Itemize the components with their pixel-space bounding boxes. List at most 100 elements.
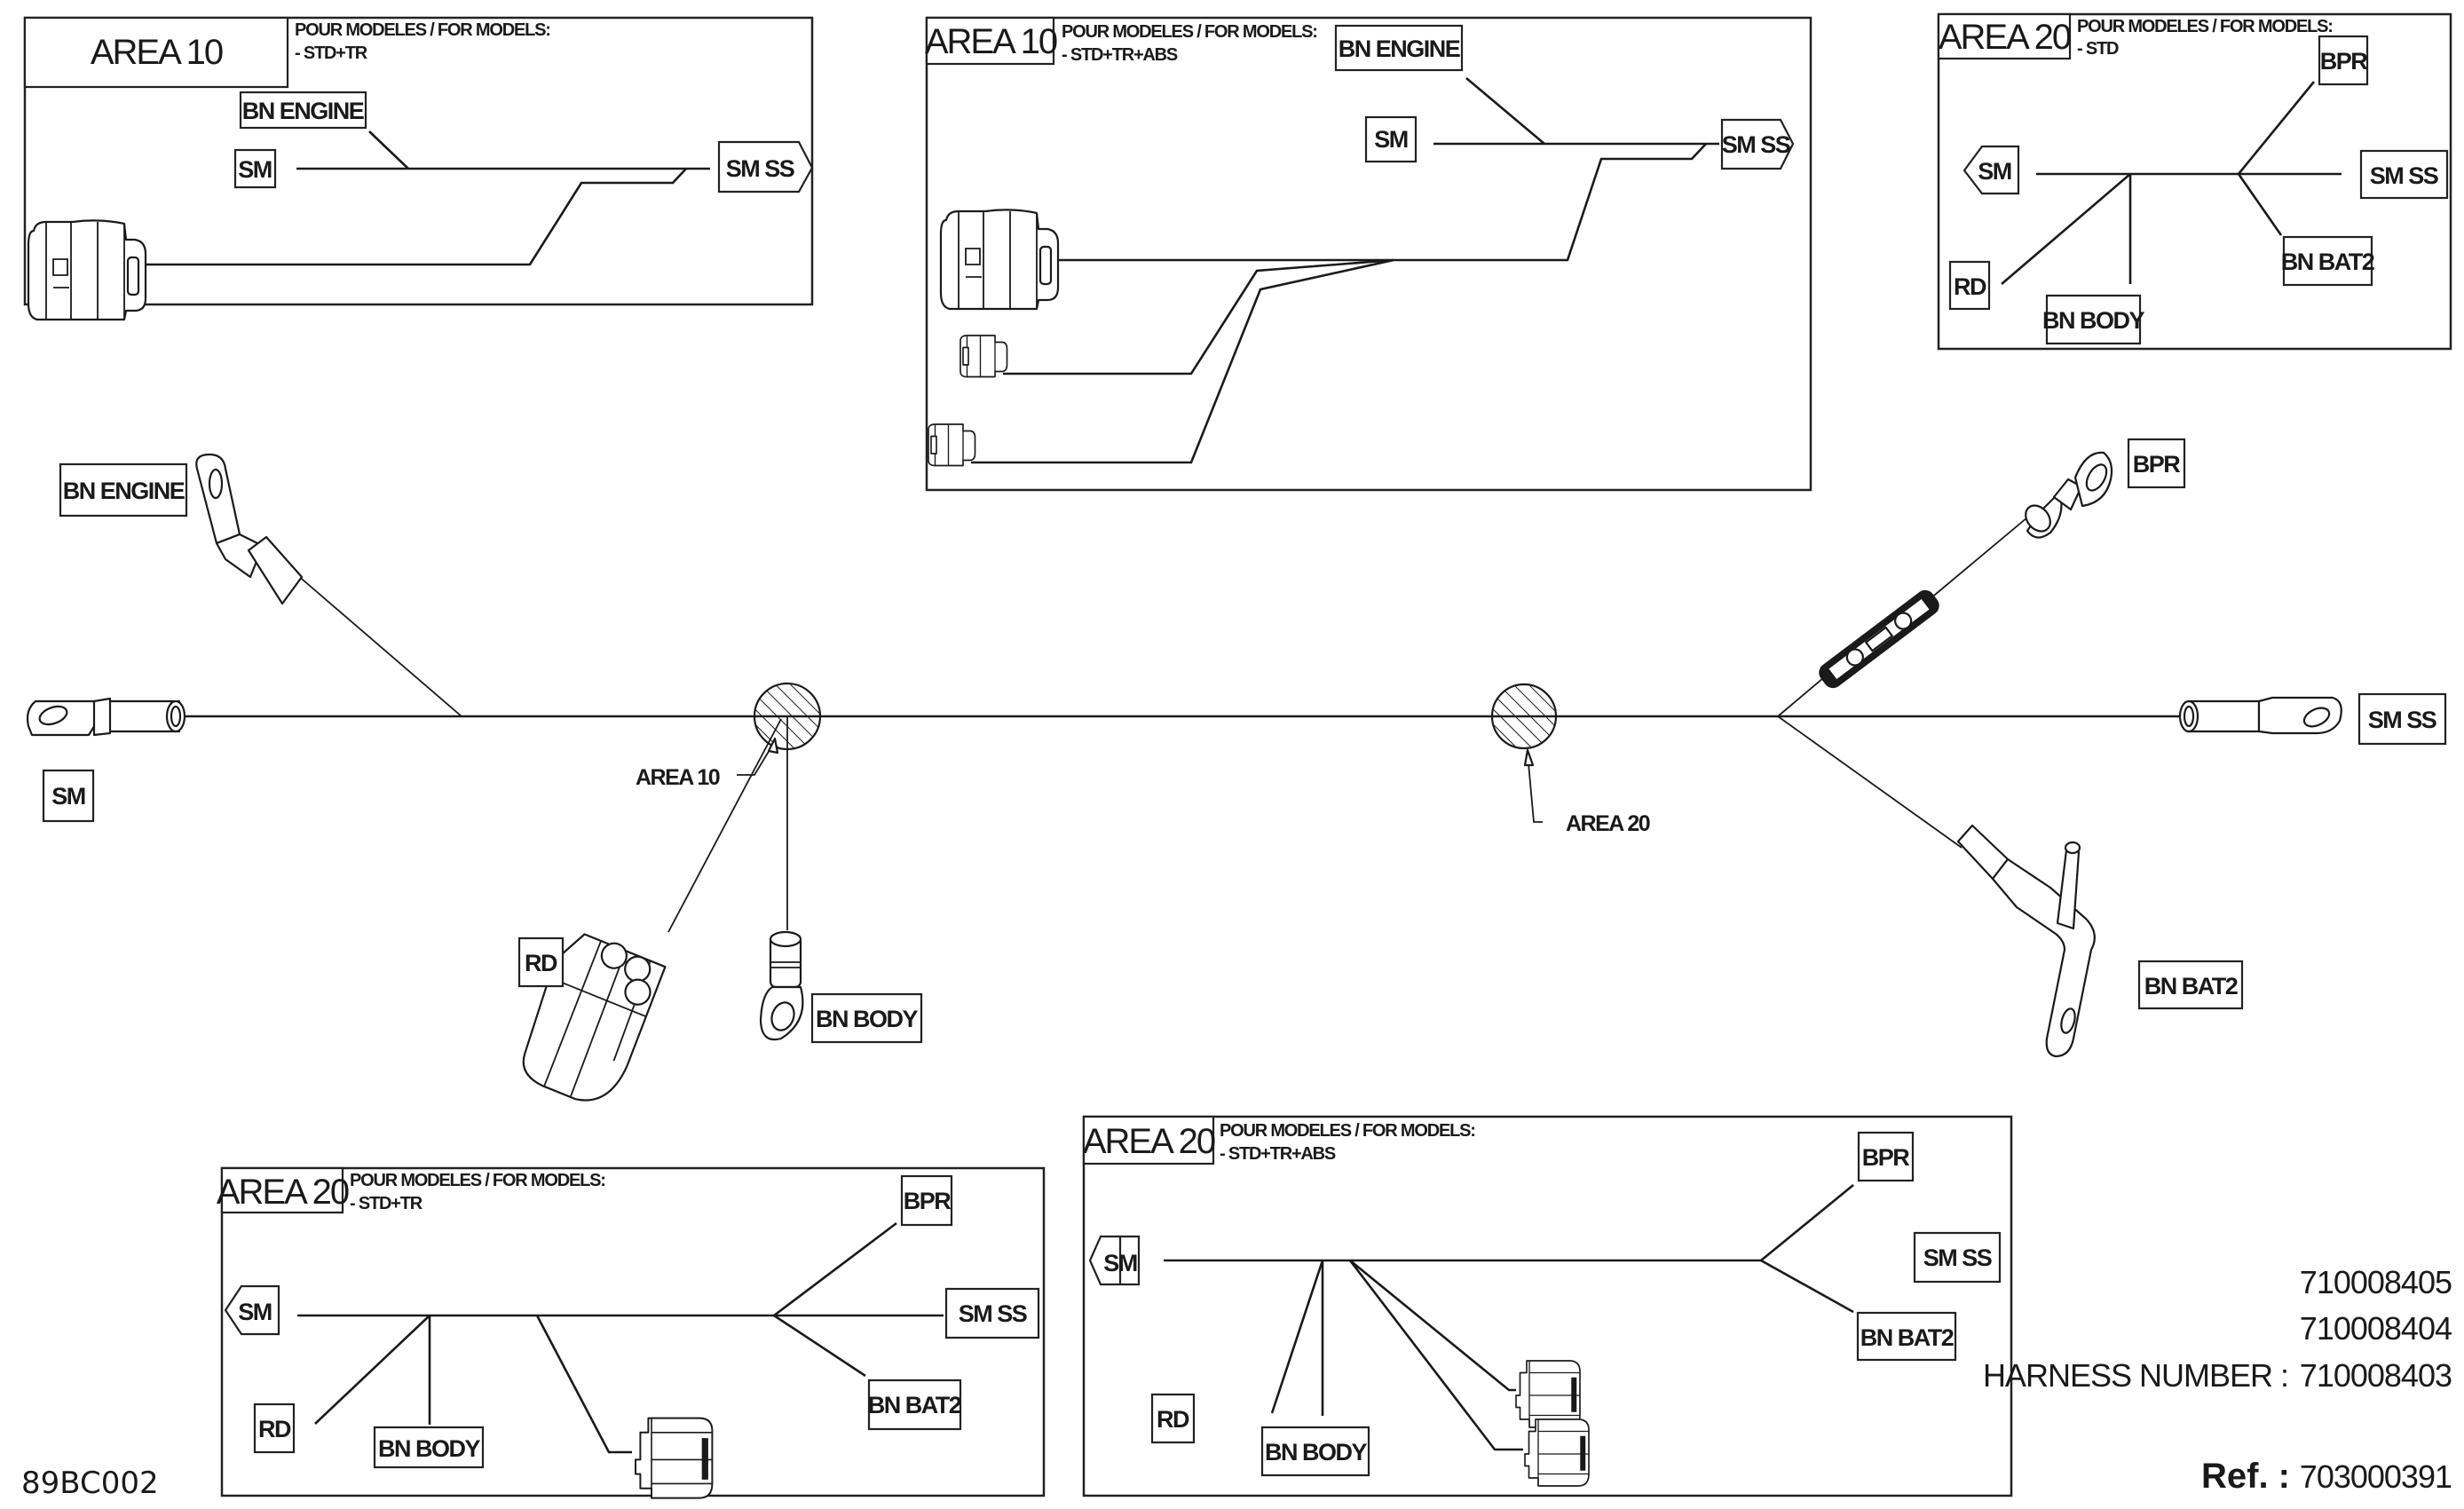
models-list: - STD+TR+ABS — [1062, 45, 1178, 65]
sm-arrow-tag — [1963, 145, 2020, 195]
wire-bn-bat2 — [773, 1314, 866, 1378]
wire-bpr — [773, 1221, 897, 1317]
wire-bn-engine — [1465, 77, 1545, 145]
label-sm: SM — [1978, 158, 2011, 185]
label-bn-bat2: BN BAT2 — [868, 1392, 961, 1418]
wire-connector — [535, 1315, 632, 1454]
wire-bpr — [1760, 1183, 1854, 1262]
area-title: AREA 10 — [925, 22, 1057, 61]
label-bn-body: BN BODY — [1265, 1439, 1367, 1466]
area-title: AREA 20 — [1083, 1122, 1215, 1161]
main-harness: AREA 10 AREA 20 SM BN ENGINE — [26, 438, 2447, 1102]
harness-number-alt-1: 710008404 — [2300, 1310, 2452, 1347]
label-bn-bat2: BN BAT2 — [2281, 249, 2374, 275]
wire-bpr-b — [1923, 512, 2034, 604]
area-title-cell — [220, 1166, 344, 1214]
wire-rd — [1270, 1260, 1324, 1414]
detail-frame — [925, 16, 1812, 492]
title-block: 710008405 710008404 710008403 HARNESS NU… — [21, 1264, 2452, 1501]
area10-callout: AREA 10 — [636, 765, 720, 790]
label-bn-engine: BN ENGINE — [242, 98, 364, 124]
label-sm: SM — [1103, 1250, 1137, 1276]
area20-callout: AREA 20 — [1566, 811, 1650, 836]
wire-connector-abs2 — [971, 258, 1394, 464]
area-title-cell — [23, 16, 289, 89]
label-sm: SM — [51, 783, 85, 810]
sm-ring-lug-icon — [26, 697, 186, 737]
detail-box-area10-std-tr: AREA 10 POUR MODELES / FOR MODELS: - STD… — [23, 16, 814, 321]
label-bn-bat2: BN BAT2 — [1860, 1324, 1954, 1351]
models-heading: POUR MODELES / FOR MODELS: — [350, 1171, 605, 1190]
label-bpr: BPR — [2320, 48, 2368, 75]
label-rd: RD — [258, 1416, 291, 1442]
area-title-cell — [925, 16, 1055, 66]
abs-sensor-connector-icon — [960, 335, 1008, 378]
detail-box-area20-std: AREA 20 POUR MODELES / FOR MODELS: - STD… — [1937, 12, 2452, 351]
area20-leader — [1528, 762, 1543, 823]
harness-number-alt-2: 710008405 — [2300, 1264, 2452, 1300]
label-bn-body: BN BODY — [816, 1006, 918, 1032]
area-title: AREA 10 — [91, 33, 223, 72]
models-list: - STD+TR — [350, 1194, 423, 1213]
label-bn-body: BN BODY — [2042, 307, 2144, 334]
area-title: AREA 20 — [217, 1173, 349, 1212]
label-rd: RD — [1157, 1406, 1189, 1433]
label-bn-bat2: BN BAT2 — [2144, 973, 2238, 999]
bn-engine-ring-lug-icon — [195, 453, 304, 605]
label-bpr: BPR — [2133, 451, 2181, 478]
sm-ss-arrow-tag — [717, 140, 814, 194]
models-list: - STD+TR+ABS — [1220, 1144, 1336, 1164]
harness-number-label: HARNESS NUMBER : — [1983, 1357, 2288, 1394]
label-sm-ss: SM SS — [959, 1300, 1027, 1327]
label-sm-ss: SM SS — [1923, 1244, 1992, 1271]
label-sm-ss: SM SS — [2368, 707, 2436, 733]
models-heading: POUR MODELES / FOR MODELS: — [1220, 1121, 1475, 1141]
wire-bn-bat2 — [2237, 173, 2283, 236]
wire-bpr — [2237, 81, 2316, 175]
wire-connector — [146, 168, 687, 266]
label-sm-ss: SM SS — [1722, 131, 1790, 158]
label-bpr: BPR — [1862, 1144, 1910, 1171]
wire-rd — [314, 1315, 430, 1425]
label-rd: RD — [1954, 273, 1986, 300]
ref-number: 703000391 — [2300, 1458, 2452, 1495]
area-title-cell — [1937, 12, 2072, 60]
sm-arrow-tag — [1088, 1235, 1141, 1286]
wire-bn-engine — [368, 130, 409, 170]
detail-box-area20-std-tr-abs: AREA 20 POUR MODELES / FOR MODELS: - STD… — [1082, 1115, 2013, 1497]
area10-zone-marker — [753, 682, 822, 751]
label-bpr: BPR — [904, 1188, 952, 1214]
label-sm: SM — [238, 156, 272, 183]
label-sm-ss: SM SS — [2370, 162, 2438, 189]
figure-code: 89BC002 — [21, 1466, 159, 1501]
area10-leader — [737, 745, 773, 776]
label-sm-ss: SM SS — [726, 155, 794, 182]
wire-connector-abs1 — [1003, 258, 1394, 375]
harness-number: 710008403 — [2300, 1357, 2452, 1394]
wire-bn-bat2 — [1777, 715, 1963, 849]
sm-ss-ring-lug-icon — [2178, 696, 2342, 735]
sm-ss-arrow-tag — [1720, 118, 1795, 170]
label-rd: RD — [525, 950, 557, 976]
label-sm: SM — [1374, 126, 1408, 153]
models-list: - STD — [2077, 39, 2119, 59]
models-heading: POUR MODELES / FOR MODELS: — [295, 20, 550, 40]
ref-label: Ref. : — [2201, 1457, 2290, 1496]
wire-bn-bat2 — [1760, 1259, 1854, 1314]
wire-rd — [667, 718, 782, 933]
models-list: - STD+TR — [295, 43, 368, 63]
area20-zone-marker — [1490, 683, 1558, 750]
wire-rd — [2001, 173, 2131, 285]
label-bn-body: BN BODY — [378, 1435, 480, 1462]
detail-box-area20-std-tr: AREA 20 POUR MODELES / FOR MODELS: - STD… — [217, 1166, 1046, 1499]
models-heading: POUR MODELES / FOR MODELS: — [2077, 17, 2333, 36]
bn-bat2-bracket-icon — [1956, 824, 2096, 1058]
label-bn-engine: BN ENGINE — [1339, 36, 1460, 62]
area-title: AREA 20 — [1939, 18, 2071, 57]
label-sm: SM — [238, 1299, 272, 1325]
label-bn-engine: BN ENGINE — [63, 478, 185, 504]
bn-body-ring-lug-icon — [759, 930, 804, 1041]
wire-abs-connector-1 — [1349, 1259, 1516, 1392]
abs-sensor-connector-icon — [928, 423, 976, 467]
